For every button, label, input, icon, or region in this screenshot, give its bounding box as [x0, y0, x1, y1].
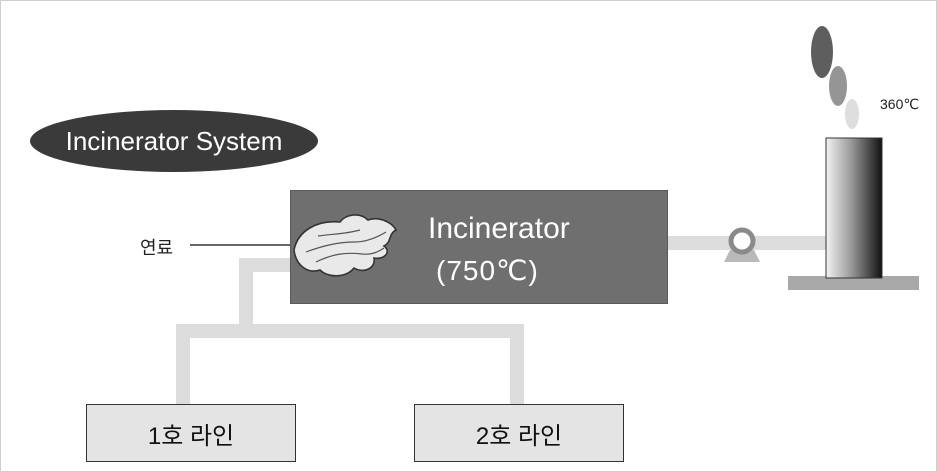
pipe-segment: [239, 258, 253, 330]
stack-base: [788, 276, 919, 290]
flame-icon: [293, 214, 398, 277]
pipe-segment: [176, 324, 190, 406]
system-title: Incinerator System: [65, 125, 283, 156]
stack-body: [825, 137, 883, 279]
system-title-badge: Incinerator System: [30, 110, 318, 172]
incinerator-temperature: (750℃): [436, 255, 539, 286]
stack-temperature: 360℃: [880, 96, 920, 112]
line-label: 2호 라인: [475, 422, 563, 450]
line-box-2: 2호 라인: [414, 404, 624, 462]
fan-icon: [724, 227, 760, 262]
smoke-icon: [811, 26, 859, 129]
line-box-1: 1호 라인: [86, 404, 296, 462]
fuel-label: 연료: [140, 238, 174, 258]
pipe-segment: [239, 258, 293, 272]
pipe-segment: [510, 324, 524, 406]
line-label: 1호 라인: [147, 422, 235, 450]
pipe-segment: [176, 324, 524, 338]
chimney-icon: [788, 137, 919, 290]
incinerator-label: Incinerator: [428, 212, 570, 245]
